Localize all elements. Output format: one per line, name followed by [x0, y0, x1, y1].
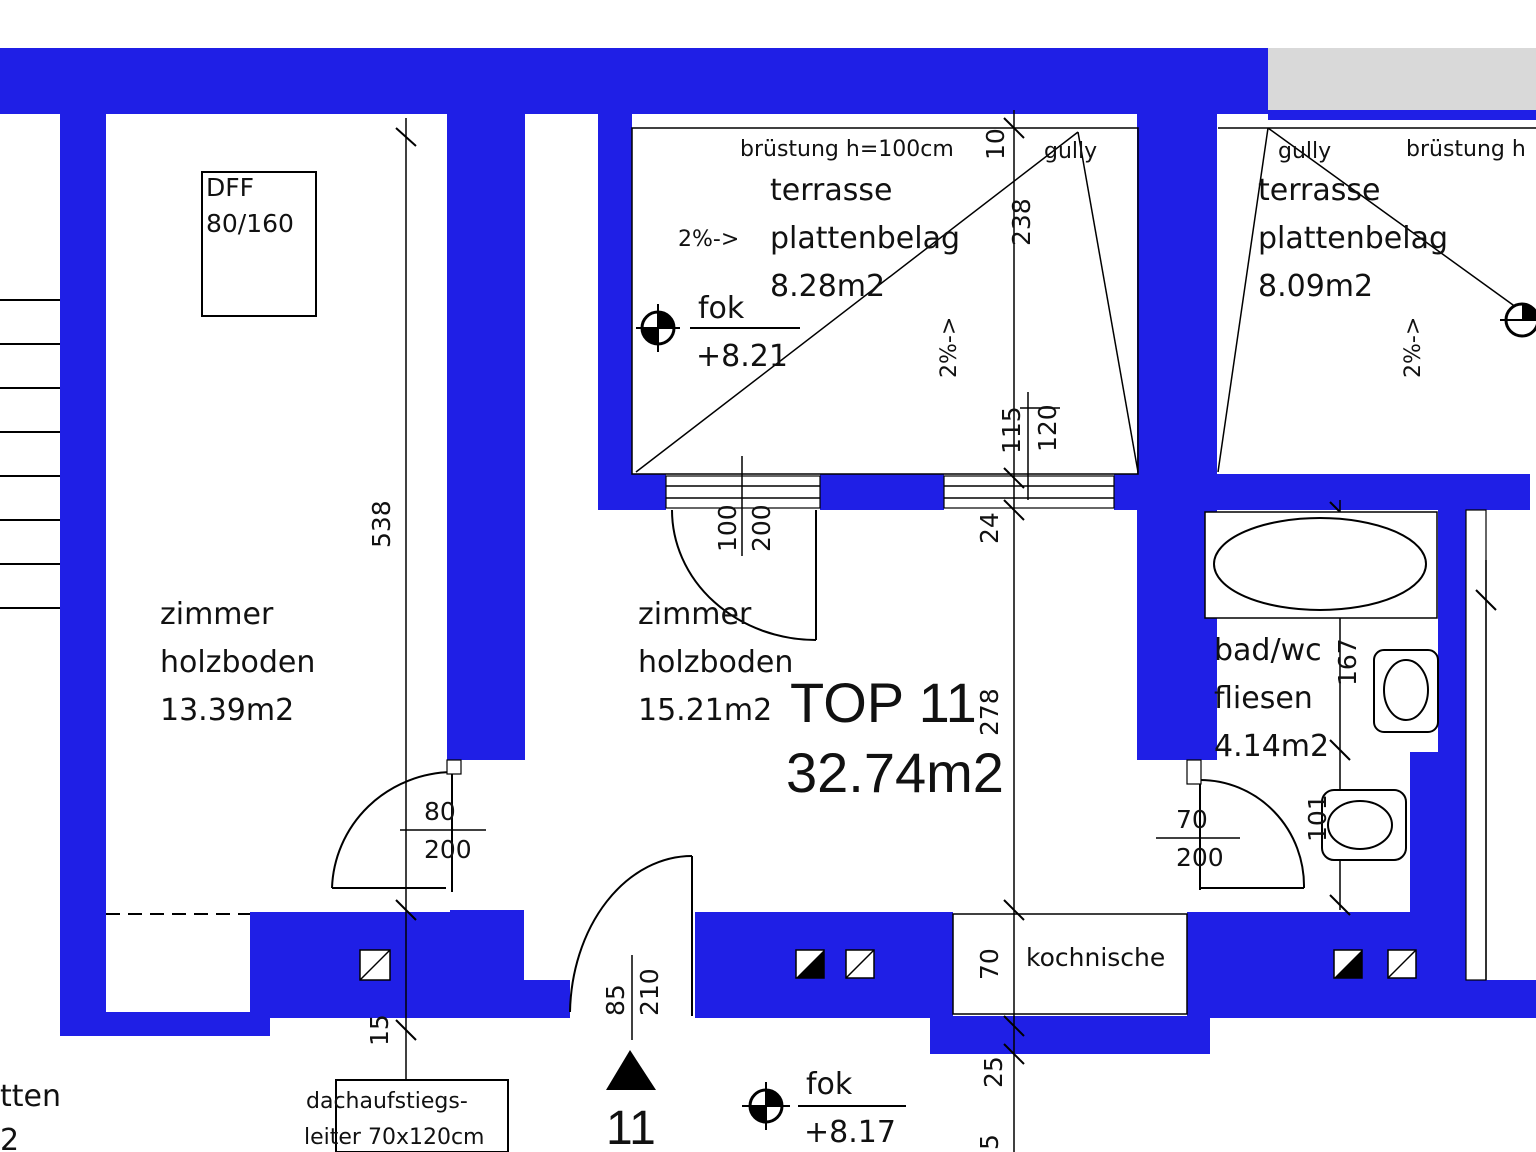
bath-name: bad/wc [1214, 633, 1322, 668]
room-mid-area: 15.21m2 [638, 693, 772, 728]
railing-a: brüstung h=100cm [740, 137, 954, 162]
door-left-width: 80 [424, 797, 456, 826]
room-left-floor: holzboden [160, 645, 315, 680]
terrace-a-floor: plattenbelag [770, 221, 960, 256]
window-mid-sill [665, 475, 821, 509]
wall-bottom-stair [450, 910, 524, 980]
window-right-sill [943, 475, 1115, 509]
dim-25: 25 [979, 1056, 1008, 1088]
wall-left [60, 114, 106, 1036]
left-bay [106, 914, 250, 1012]
roof-window [201, 171, 317, 317]
bathtub-basin [1213, 517, 1427, 611]
room-mid-name: zimmer [638, 597, 752, 632]
wall-top-right [1268, 110, 1536, 120]
attic-ladder [335, 1079, 509, 1152]
left-edge-name: tten [0, 1079, 61, 1114]
terrace-a-area: 8.28m2 [770, 269, 885, 304]
terrace-b-floor: plattenbelag [1258, 221, 1448, 256]
wall-terrace-a-bottom-2 [820, 474, 944, 510]
dim-70: 70 [975, 948, 1004, 980]
wall-bottom-left [60, 1012, 270, 1036]
wall-terrace-divider [1137, 114, 1217, 760]
kitchen-cutout [952, 913, 1188, 1015]
wall-top [0, 48, 1268, 114]
doors [331, 509, 1306, 1016]
dim-10: 10 [981, 128, 1010, 160]
wall-bath-lower [1410, 752, 1466, 912]
level-marker-a [636, 304, 800, 352]
bath-area: 4.14m2 [1214, 729, 1329, 764]
dim-24: 24 [975, 512, 1004, 544]
level-markers [606, 302, 1536, 1130]
dim-115: 115 [997, 406, 1026, 454]
terrace-b-area: 8.09m2 [1258, 269, 1373, 304]
dim-538: 538 [367, 500, 396, 548]
labels: DFF 80/160 zimmer holzboden 13.39m2 zimm… [0, 128, 1526, 1152]
window-label: DFF [206, 173, 254, 202]
wall-inner-1 [447, 114, 525, 760]
fixtures [201, 171, 1439, 1152]
fok-b-label: fok [806, 1067, 853, 1102]
level-marker-c [1500, 302, 1536, 338]
wall-bath-top [1205, 474, 1530, 510]
door-right-height: 200 [1176, 843, 1224, 872]
room-left-name: zimmer [160, 597, 274, 632]
gully-b: gully [1278, 139, 1331, 164]
stair-lines [0, 299, 60, 609]
door-right-width: 70 [1176, 805, 1208, 834]
dim-278: 278 [975, 688, 1004, 736]
attic-ladder-line1: dachaufstiegs- [306, 1089, 468, 1114]
wall-bottom-kitchen [930, 1016, 1210, 1054]
terrace-neighbor [1268, 48, 1536, 110]
fok-b-value: +8.17 [804, 1115, 896, 1150]
bathtub [1204, 511, 1438, 619]
slope-c: 2%-> [937, 317, 962, 378]
dim-167: 167 [1333, 638, 1362, 686]
slope-a: 2%-> [678, 227, 739, 252]
terrace-a-name: terrasse [770, 173, 892, 208]
right-strip [1465, 509, 1487, 981]
slope-b: 2%-> [1401, 317, 1426, 378]
unit-number: 11 [606, 1102, 656, 1152]
walls [0, 48, 1536, 1054]
dim-238: 238 [1007, 198, 1036, 246]
dim-120: 120 [1033, 404, 1062, 452]
left-edge-area: 2 [0, 1123, 19, 1152]
wall-far-right [1447, 980, 1536, 1018]
dim-5: 5 [975, 1134, 1004, 1150]
wall-terrace-a-left [598, 114, 632, 510]
terrace-b-name: terrasse [1258, 173, 1380, 208]
door-mid-width: 100 [713, 504, 742, 552]
openings [106, 475, 1487, 1018]
wall-terrace-a-bottom-1 [598, 474, 666, 510]
railing-b: brüstung h [1406, 137, 1526, 162]
toilet [1321, 789, 1407, 861]
unit-name: TOP 11 [790, 671, 977, 734]
attic-ladder-line2: leiter 70x120cm [304, 1125, 485, 1150]
level-marker-b [742, 1082, 906, 1130]
unit-area: 32.74m2 [786, 741, 1004, 804]
door-entry-height: 210 [635, 968, 664, 1016]
dim-15: 15 [365, 1014, 394, 1046]
wall-bottom-mid [270, 980, 570, 1018]
fok-a-label: fok [698, 291, 745, 326]
window-size: 80/160 [206, 209, 294, 238]
door-entry-width: 85 [601, 984, 630, 1016]
fok-a-value: +8.21 [696, 339, 788, 374]
room-mid-floor: holzboden [638, 645, 793, 680]
kitchen-name: kochnische [1026, 943, 1165, 972]
fraction-bars [400, 407, 1240, 1040]
entry-arrow [606, 1050, 656, 1090]
gully-a: gully [1044, 139, 1097, 164]
dim-101: 101 [1303, 794, 1332, 842]
door-mid-height: 200 [747, 504, 776, 552]
bath-floor: fliesen [1214, 681, 1313, 716]
door-left-height: 200 [424, 835, 472, 864]
shafts [359, 949, 1417, 981]
room-left-area: 13.39m2 [160, 693, 294, 728]
